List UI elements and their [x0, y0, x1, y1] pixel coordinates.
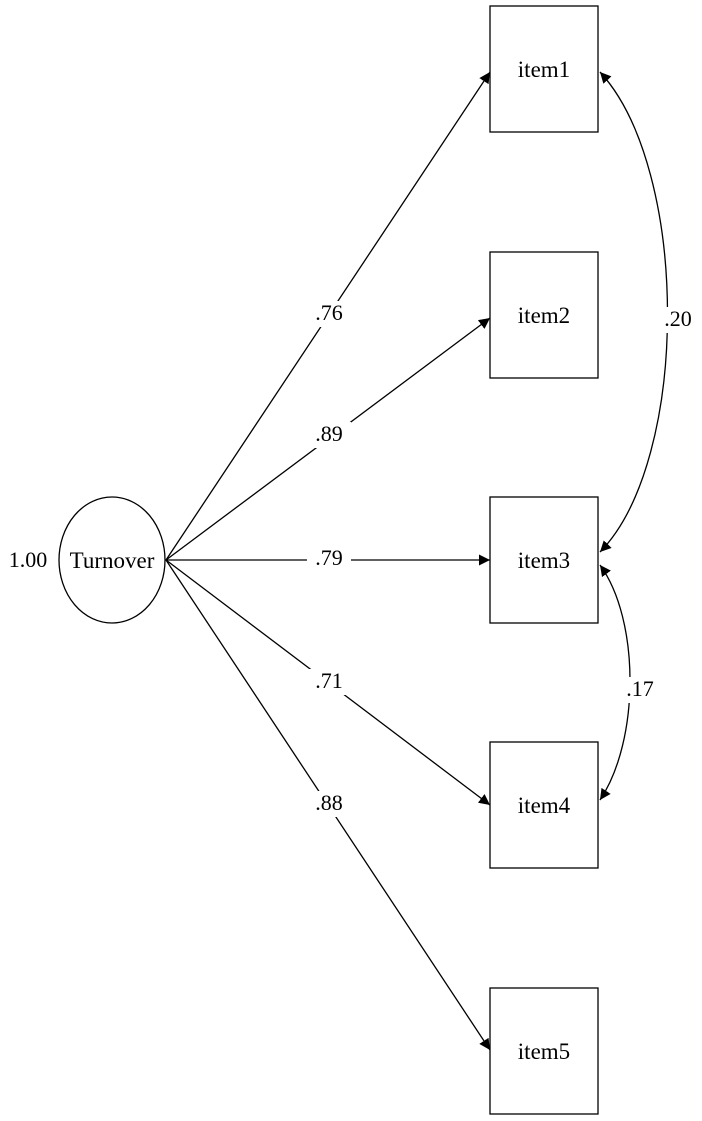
indicator-label: item1 [518, 57, 570, 82]
loading-label-item5: .88 [307, 790, 351, 817]
edge-label-text: .88 [315, 790, 343, 815]
edge-label-text: .17 [626, 676, 654, 701]
indicator-box [489, 251, 599, 379]
indicator-node-item4: item4 [489, 741, 599, 869]
edge-label-text: .89 [315, 421, 343, 446]
indicator-node-item1: item1 [489, 5, 599, 133]
indicator-node-item5: item5 [489, 987, 599, 1115]
indicator-label: item5 [518, 1039, 570, 1064]
loading-label-item4: .71 [307, 668, 351, 695]
indicator-label: item2 [518, 303, 570, 328]
covariance-label-item1-item3: .20 [660, 306, 696, 333]
covariance-label-item3-item4: .17 [622, 676, 658, 703]
latent-node-turnover: Turnover [58, 496, 166, 624]
indicator-node-item2: item2 [489, 251, 599, 379]
edge-label-text: .20 [664, 306, 692, 331]
indicator-box [489, 741, 599, 869]
latent-ellipse [58, 496, 166, 624]
edge-label-background [307, 422, 351, 448]
indicator-node-item3: item3 [489, 496, 599, 624]
edge-label-background [307, 301, 351, 327]
covariance-arrow-item1-item3 [599, 71, 669, 553]
latent-label: Turnover [70, 548, 155, 573]
indicator-box [489, 987, 599, 1115]
loading-label-item3: .79 [307, 545, 351, 572]
edge-label-text: .71 [315, 668, 343, 693]
indicator-box [489, 496, 599, 624]
loading-label-item2: .89 [307, 421, 351, 448]
edge-label-text: .79 [315, 545, 343, 570]
indicator-label: item4 [518, 793, 571, 818]
edge-label-background [660, 307, 696, 333]
edge-label-text: .76 [315, 300, 343, 325]
edge-label-background [622, 677, 658, 703]
loading-label-item1: .76 [307, 300, 351, 327]
edge-label-background [307, 546, 351, 572]
edge-label-background [307, 669, 351, 695]
indicator-label: item3 [518, 548, 570, 573]
indicator-box [489, 5, 599, 133]
edge-label-background [307, 791, 351, 817]
latent-variance-label: 1.00 [9, 547, 48, 572]
